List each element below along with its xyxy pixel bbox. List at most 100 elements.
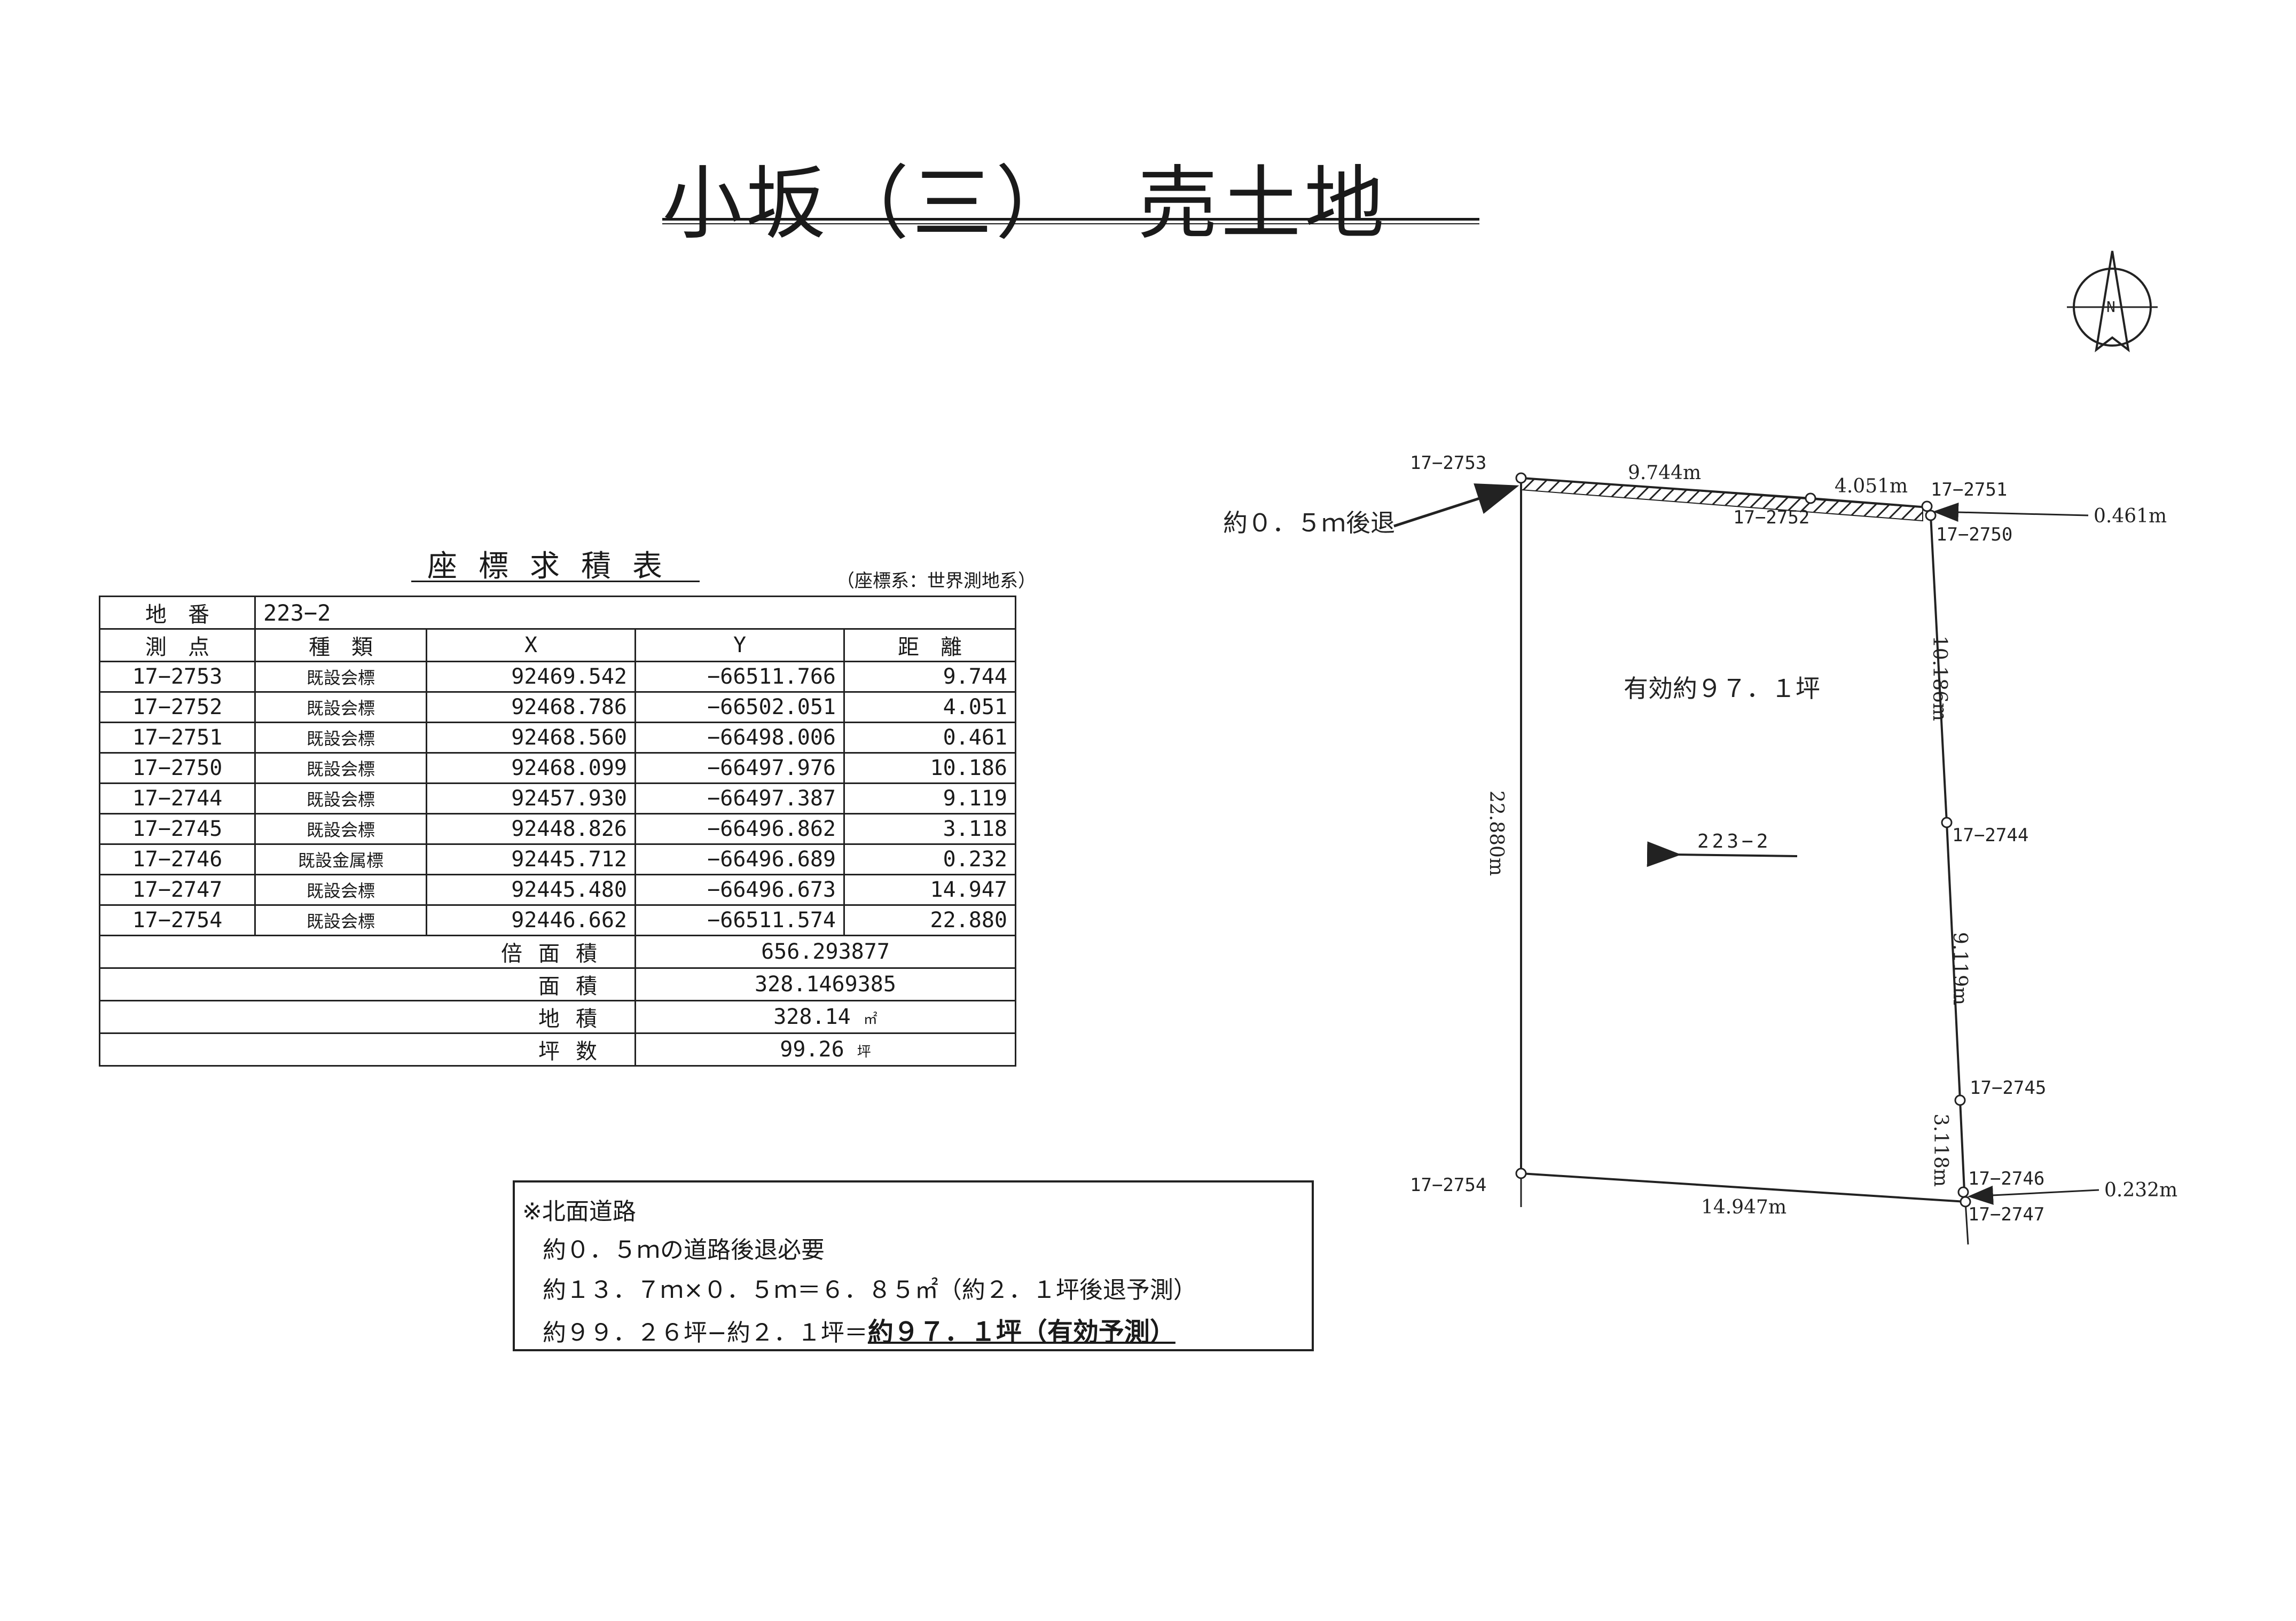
row-x: 92445.480	[426, 874, 636, 906]
row-kind: 既設会標	[254, 752, 427, 784]
row-y: −66511.766	[634, 661, 845, 693]
row-y: −66498.006	[634, 722, 845, 754]
row-distance: 4.051	[843, 691, 1016, 723]
row-y: −66497.976	[634, 752, 845, 784]
summary-value: 99.26 坪	[634, 1032, 1016, 1067]
lot-number-arrow	[1647, 841, 1798, 867]
row-point: 17−2744	[99, 782, 256, 815]
row-point: 17−2751	[99, 722, 256, 754]
row-x: 92469.542	[426, 661, 636, 693]
table-row: 17−2753 既設会標 92469.542 −66511.766 9.744	[99, 661, 1016, 693]
row-point: 17−2753	[99, 661, 256, 693]
lot-boundary	[1520, 477, 1967, 1203]
row-distance: 0.232	[843, 843, 1016, 875]
boundary-extension	[1964, 1201, 1969, 1245]
summary-label: 面積	[99, 967, 636, 1001]
lot-label: 地 番	[99, 596, 256, 630]
table-row: 17−2747 既設会標 92445.480 −66496.673 14.947	[99, 874, 1016, 906]
summary-unit: 坪	[857, 1044, 871, 1060]
row-distance: 0.461	[843, 722, 1016, 754]
row-kind: 既設金属標	[254, 843, 427, 875]
row-y: −66502.051	[634, 691, 845, 723]
col-y: Y	[634, 628, 845, 662]
row-kind: 既設会標	[254, 661, 427, 693]
row-kind: 既設会標	[254, 722, 427, 754]
dist-top-2: 4.051m	[1835, 475, 1908, 497]
label-17-2744: 17−2744	[1952, 825, 2028, 846]
row-kind: 既設会標	[254, 904, 427, 936]
title-sale-land: 売土地	[1138, 158, 1388, 250]
row-x: 92468.786	[426, 691, 636, 723]
label-17-2745: 17−2745	[1970, 1077, 2046, 1099]
page-title: 小坂（三） 売土地	[630, 128, 1479, 250]
label-17-2751: 17−2751	[1931, 479, 2007, 500]
point-17-2750	[1925, 510, 1937, 521]
col-kind: 種 類	[254, 628, 427, 662]
table-row: 17−2751 既設会標 92468.560 −66498.006 0.461	[99, 722, 1016, 754]
col-x: X	[426, 628, 636, 662]
row-distance: 22.880	[843, 904, 1016, 936]
row-distance: 14.947	[843, 874, 1016, 906]
row-distance: 9.744	[843, 661, 1016, 693]
leader-0461	[1933, 503, 2089, 522]
note-result-emphasis: 約９７．１坪（有効予測）	[867, 1317, 1176, 1347]
row-x: 92445.712	[426, 843, 636, 875]
north-arrow-icon: N	[2067, 250, 2158, 353]
row-distance: 10.186	[843, 752, 1016, 784]
row-x: 92446.662	[426, 904, 636, 936]
summary-row-double-area: 倍面積 656.293877	[99, 935, 1016, 969]
table-row: 17−2746 既設金属標 92445.712 −66496.689 0.232	[99, 843, 1016, 875]
dist-top-1: 9.744m	[1628, 462, 1701, 484]
dist-corner-top: 0.461m	[2094, 505, 2167, 527]
setback-label: 約０．５ｍ後退	[1223, 508, 1395, 537]
summary-row-tsubo: 坪数 99.26 坪	[99, 1032, 1016, 1067]
label-17-2752: 17−2752	[1733, 507, 1809, 528]
row-kind: 既設会標	[254, 691, 427, 723]
summary-label: 地積	[99, 1000, 636, 1034]
summary-row-area: 面積 328.1469385	[99, 967, 1016, 1001]
summary-number: 328.14	[773, 1005, 851, 1029]
point-17-2744	[1941, 817, 1953, 828]
row-point: 17−2754	[99, 904, 256, 936]
table-row: 17−2754 既設会標 92446.662 −66511.574 22.880	[99, 904, 1016, 936]
point-17-2745	[1954, 1094, 1966, 1106]
col-point: 測 点	[99, 628, 256, 662]
row-point: 17−2746	[99, 843, 256, 875]
title-underline-thin	[662, 223, 1479, 224]
lot-row: 地 番 223−2	[99, 596, 1016, 630]
note-line-result: 約９９．２６坪−約２．１坪＝約９７．１坪（有効予測）	[543, 1311, 1176, 1348]
row-y: −66496.673	[634, 874, 845, 906]
dist-corner-bottom: 0.232m	[2104, 1179, 2177, 1201]
row-distance: 3.118	[843, 813, 1016, 845]
summary-label: 坪数	[99, 1032, 636, 1067]
table-row: 17−2750 既設会標 92468.099 −66497.976 10.186	[99, 752, 1016, 784]
title-location: 小坂（三）	[662, 158, 1079, 250]
dist-bottom: 14.947m	[1701, 1196, 1786, 1218]
lot-number-label: 223−2	[1697, 831, 1771, 852]
point-17-2752	[1805, 492, 1816, 504]
column-header-row: 測 点 種 類 X Y 距 離	[99, 628, 1016, 662]
road-setback-note: ※北面道路 約０．５ｍの道路後退必要 約１３．７ｍ×０．５ｍ＝６．８５㎡（約２．…	[513, 1180, 1314, 1351]
label-17-2750: 17−2750	[1936, 524, 2012, 545]
row-distance: 9.119	[843, 782, 1016, 815]
lot-value: 223−2	[254, 596, 427, 630]
summary-label: 倍面積	[99, 935, 636, 969]
point-17-2747	[1960, 1196, 1971, 1208]
row-y: −66496.862	[634, 813, 845, 845]
row-x: 92457.930	[426, 782, 636, 815]
col-distance: 距 離	[843, 628, 1016, 662]
dist-right-1: 10.186m	[1929, 636, 1950, 721]
row-point: 17−2747	[99, 874, 256, 906]
summary-row-land-area: 地積 328.14 ㎡	[99, 1000, 1016, 1034]
row-x: 92468.560	[426, 722, 636, 754]
point-17-2751	[1921, 500, 1933, 512]
row-kind: 既設会標	[254, 813, 427, 845]
north-label: N	[2106, 298, 2115, 316]
note-result-prefix: 約９９．２６坪−約２．１坪＝	[543, 1319, 868, 1346]
label-17-2753: 17−2753	[1410, 452, 1486, 474]
row-kind: 既設会標	[254, 874, 427, 906]
row-x: 92468.099	[426, 752, 636, 784]
row-point: 17−2750	[99, 752, 256, 784]
row-kind: 既設会標	[254, 782, 427, 815]
table-heading-underline	[411, 581, 700, 582]
